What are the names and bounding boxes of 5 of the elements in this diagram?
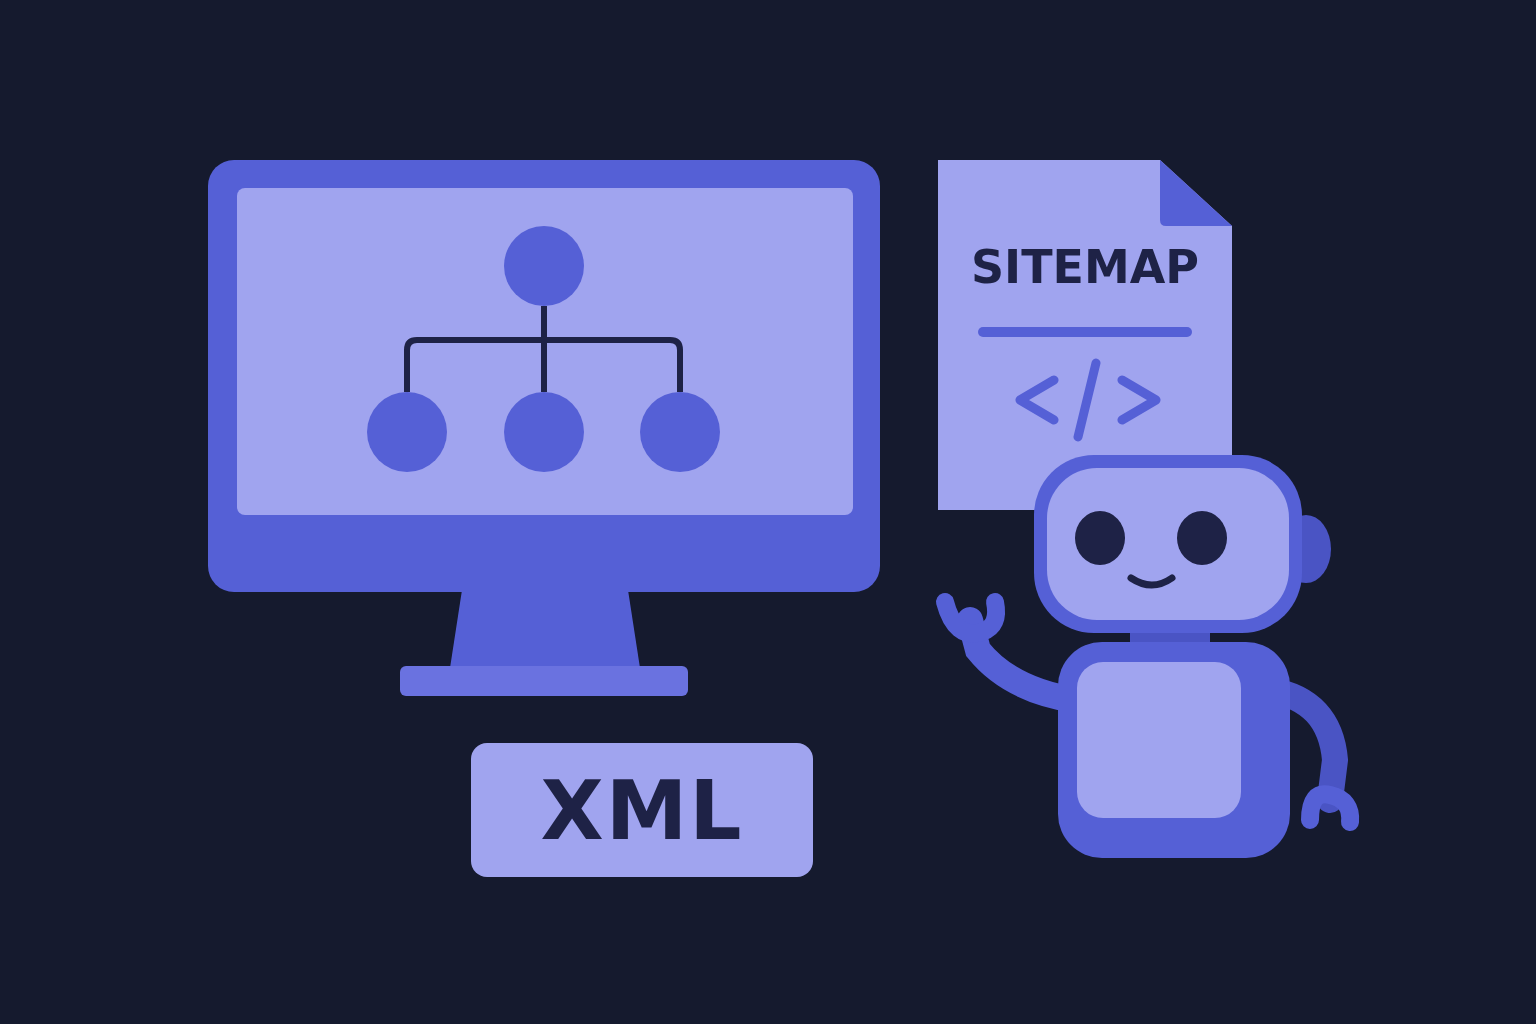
tree-connector — [541, 306, 683, 392]
badge-text: XML — [540, 762, 744, 858]
sitemap-document — [938, 160, 1232, 510]
document-title: SITEMAP — [969, 240, 1201, 294]
label-badge — [471, 743, 813, 877]
